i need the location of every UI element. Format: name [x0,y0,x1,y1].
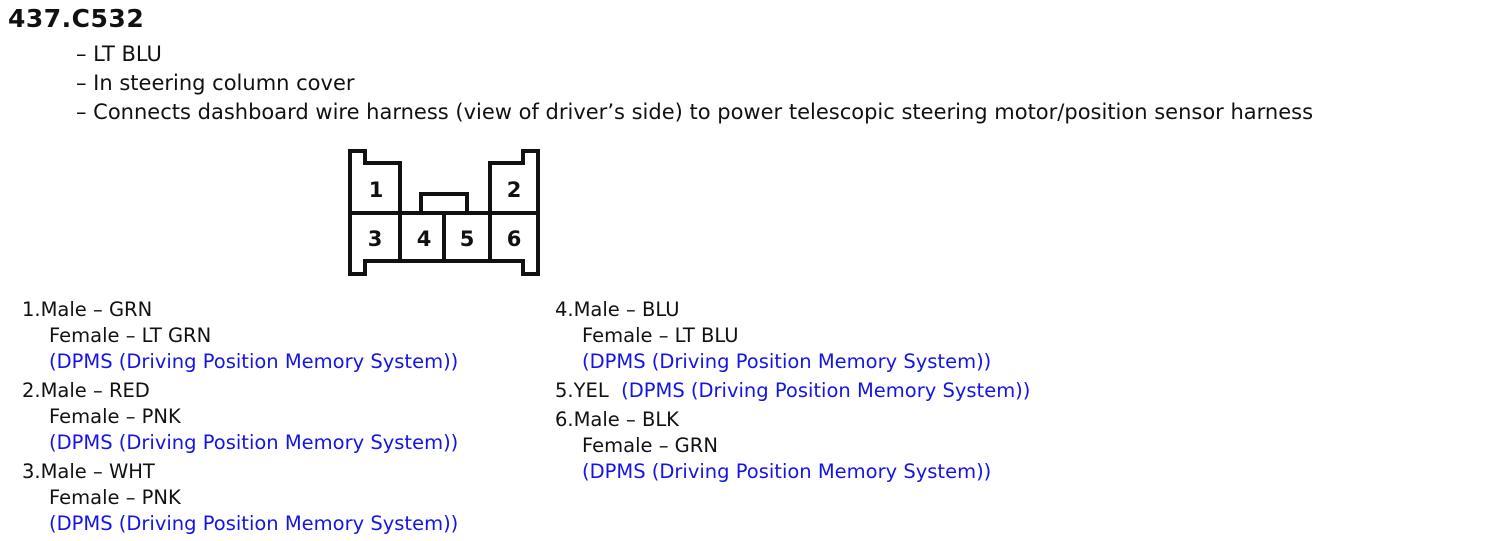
pin-2-male: 2.Male – RED [22,379,150,402]
note-location: – In steering column cover [76,71,355,95]
pin-3-male: 3.Male – WHT [22,460,155,483]
pin-6-dpms-link[interactable]: (DPMS (Driving Position Memory System)) [582,460,992,483]
pin-4-male: 4.Male – BLU [555,298,680,321]
connector-outline [348,149,540,276]
keyway [419,192,469,213]
pin-list-right: 4.Male – BLU Female – LT BLU (DPMS (Driv… [555,297,1030,488]
pin-6-female: Female – GRN [582,434,718,457]
connector-title: 437.C532 [8,4,145,33]
pin-1-dpms-link[interactable]: (DPMS (Driving Position Memory System)) [49,350,459,373]
connector-face-diagram: 1 2 3 4 5 6 [348,149,540,276]
pin-4-female: Female – LT BLU [582,324,739,347]
cavity-2: 2 [507,178,522,202]
connector-notes: – LT BLU – In steering column cover – Co… [76,40,1313,127]
pin-1: 1.Male – GRN Female – LT GRN (DPMS (Driv… [22,297,458,375]
pin-1-male: 1.Male – GRN [22,298,153,321]
pin-5-dpms-link[interactable]: (DPMS (Driving Position Memory System)) [621,379,1031,402]
pin-1-female: Female – LT GRN [49,324,212,347]
cavity-3: 3 [368,227,383,251]
pin-3: 3.Male – WHT Female – PNK (DPMS (Driving… [22,459,458,537]
pin-4-dpms-link[interactable]: (DPMS (Driving Position Memory System)) [582,350,992,373]
note-connection: – Connects dashboard wire harness (view … [76,100,1314,124]
pin-list-left: 1.Male – GRN Female – LT GRN (DPMS (Driv… [22,297,458,540]
pin-4: 4.Male – BLU Female – LT BLU (DPMS (Driv… [555,297,1030,375]
pin-5-color: 5.YEL [555,379,609,402]
note-color: – LT BLU [76,42,162,66]
cavity-1: 1 [369,178,384,202]
pin-6-male: 6.Male – BLK [555,408,679,431]
pin-2-female: Female – PNK [49,405,181,428]
pin-5: 5.YEL (DPMS (Driving Position Memory Sys… [555,378,1030,404]
pin-6: 6.Male – BLK Female – GRN (DPMS (Driving… [555,407,1030,485]
pin-3-dpms-link[interactable]: (DPMS (Driving Position Memory System)) [49,512,459,535]
cavity-5: 5 [460,227,475,251]
cavity-4: 4 [417,227,432,251]
cavity-6: 6 [507,227,522,251]
pin-2: 2.Male – RED Female – PNK (DPMS (Driving… [22,378,458,456]
pin-2-dpms-link[interactable]: (DPMS (Driving Position Memory System)) [49,431,459,454]
pin-3-female: Female – PNK [49,486,181,509]
